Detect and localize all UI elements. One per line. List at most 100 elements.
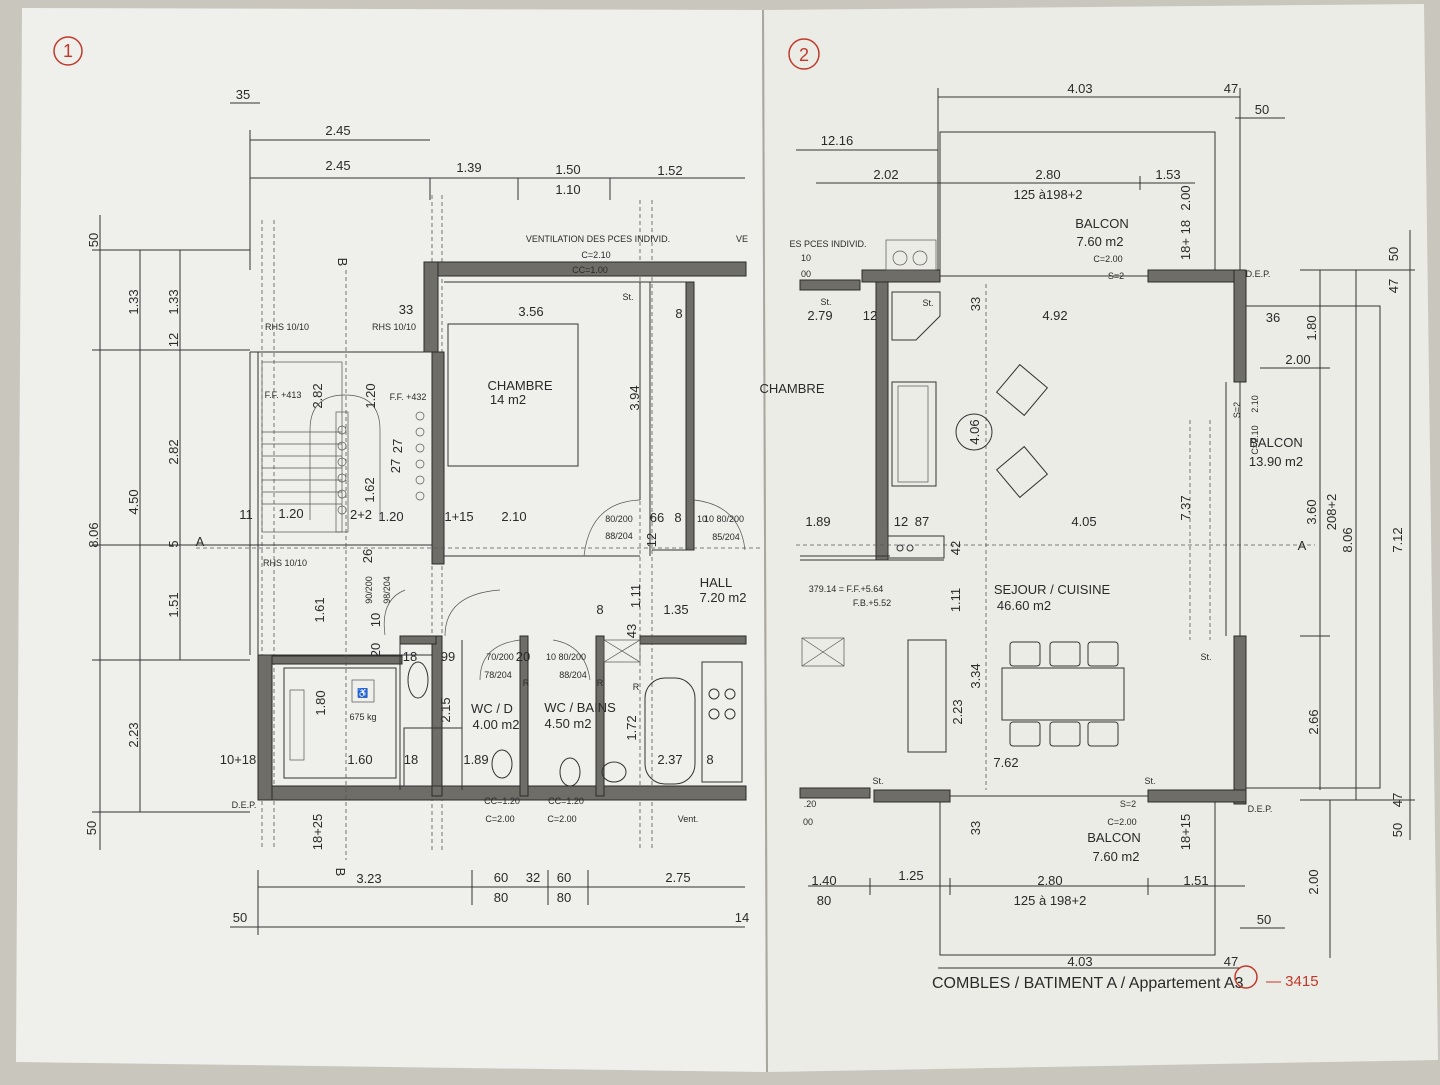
sheet-2-plan: 2 4.03 47 50 12.16 2.02 2.80 1.53 125 à1… — [759, 38, 1415, 992]
dim-left-806: 8.06 — [86, 522, 101, 547]
section-mark-b-bottom: B — [333, 868, 348, 877]
dim2-right-47-bottom: 47 — [1390, 793, 1405, 807]
section-mark-b-top: B — [335, 258, 350, 267]
dim-inner-18-a: 18 — [403, 649, 417, 664]
dim2-right-47-top: 47 — [1386, 279, 1401, 293]
label-dep: D.E.P. — [232, 800, 257, 810]
dim2-inner-334: 3.34 — [968, 663, 983, 688]
label2-c210-right: C=2.10 — [1250, 425, 1260, 454]
sheet-1-plan: 1 35 2.45 2.45 1.39 1.50 1.10 1.52 50 1.… — [53, 36, 760, 935]
room2-balcon-right-area: 13.90 m2 — [1249, 454, 1303, 469]
dim-inner-20-a: 20 — [516, 649, 530, 664]
dim2-right-50-top: 50 — [1386, 247, 1401, 261]
title-circle-mark — [1234, 965, 1258, 989]
dim-inner-237: 2.37 — [657, 752, 682, 767]
dim2-bottom-125-198: 125 à 198+2 — [1014, 893, 1087, 908]
label2-level-fb: F.B.+5.52 — [853, 598, 891, 608]
room2-balcon-bottom-area: 7.60 m2 — [1093, 849, 1140, 864]
dim-top-245-b: 2.45 — [325, 158, 350, 173]
room2-balcon-top-area: 7.60 m2 — [1077, 234, 1124, 249]
washbasin-icon — [601, 761, 627, 783]
dim-inner-43: 43 — [624, 624, 639, 638]
dim-left-50-top: 50 — [86, 233, 101, 247]
bathtub — [644, 677, 696, 785]
dim2-inner-189: 1.89 — [805, 514, 830, 529]
dim2-right-266: 2.66 — [1306, 709, 1321, 734]
shower-corner — [891, 291, 941, 341]
label-cc120-b: CC=1.20 — [548, 796, 584, 806]
room-chambre-area: 14 m2 — [490, 392, 526, 407]
dim2-bottom-403: 4.03 — [1067, 954, 1092, 969]
armchair-icon-2 — [995, 445, 1049, 499]
dim-inner-120-c: 1.20 — [378, 509, 403, 524]
dim2-inner-12-a: 12 — [863, 308, 877, 323]
dim-left-133-a: 1.33 — [126, 289, 141, 314]
label2-00-b: 00 — [803, 817, 813, 827]
label2-level-ff: 379.14 = F.F.+5.64 — [809, 584, 884, 594]
dim-top-139: 1.39 — [456, 160, 481, 175]
dim-inner-172: 1.72 — [624, 715, 639, 740]
label-90-200: 90/200 — [364, 576, 374, 604]
dim-bottom-80-a: 80 — [494, 890, 508, 905]
dim2-inner-33-a: 33 — [968, 297, 983, 311]
dim-inner-111: 1.11 — [628, 584, 643, 608]
dim-bottom-60-b: 60 — [557, 870, 571, 885]
room2-balcon-top-name: BALCON — [1075, 216, 1128, 231]
dim2-bottom-151: 1.51 — [1183, 873, 1208, 888]
dim-inner-282: 2.82 — [310, 383, 325, 408]
dim-left-133-b: 1.33 — [166, 289, 181, 314]
label2-st-b: St. — [922, 298, 933, 308]
dim-inner-10-b: 10 — [368, 613, 383, 627]
dim2-inner-762: 7.62 — [993, 755, 1018, 770]
dim-inner-66: 66 — [650, 510, 664, 525]
dim-bottom-80-b: 80 — [557, 890, 571, 905]
dim-inner-11: 11 — [239, 507, 253, 522]
label-r-a: R — [523, 678, 530, 688]
room-bains-area: 4.50 m2 — [545, 716, 592, 731]
label2-s2-right: S=2 — [1232, 402, 1242, 418]
sheet-fold — [762, 9, 768, 1073]
dim2-right-806: 8.06 — [1340, 527, 1355, 552]
dim2-right-208plus2: 208+2 — [1324, 494, 1339, 531]
dim-inner-215: 2.15 — [438, 697, 453, 722]
dim2-top-403: 4.03 — [1067, 81, 1092, 96]
dim-bottom-275: 2.75 — [665, 870, 690, 885]
lift-icon: ♿ — [357, 687, 368, 698]
label-85-204: 85/204 — [712, 532, 740, 542]
label-10-80-200-a: 10 80/200 — [704, 514, 744, 524]
label2-st-d: St. — [872, 776, 883, 786]
dim-inner-356: 3.56 — [518, 304, 543, 319]
label-cc100: CC=1.00 — [572, 265, 608, 275]
red-annotation: — 3415 — [1266, 973, 1319, 990]
lift-load: 675 kg — [349, 712, 376, 722]
dim2-top-153: 1.53 — [1155, 167, 1180, 182]
label2-c200-top: C=2.00 — [1093, 254, 1122, 264]
sheet-1-number: 1 — [63, 41, 73, 61]
dim-inner-8-b: 8 — [674, 510, 681, 525]
dim2-bottom-80: 80 — [817, 893, 831, 908]
dim-inner-18plus25: 18+25 — [310, 814, 325, 851]
dim-bottom-50: 50 — [233, 910, 247, 925]
dim-bottom-323: 3.23 — [356, 871, 381, 886]
dim-left-223: 2.23 — [126, 722, 141, 747]
label-st: St. — [622, 292, 633, 302]
dim-left-50-bottom: 50 — [84, 821, 99, 835]
dim-inner-1plus15: 1+15 — [444, 509, 473, 524]
dim2-bottom-125: 1.25 — [898, 868, 923, 883]
dim-inner-8-a: 8 — [675, 306, 682, 321]
dim2-top-1216: 12.16 — [821, 133, 854, 148]
dim-inner-10-a: 10 — [697, 514, 707, 524]
room2-balcon-right-name: BALCON — [1249, 435, 1302, 450]
dim-inner-8-c: 8 — [596, 602, 603, 617]
dim2-right-36: 36 — [1266, 310, 1280, 325]
label-98-204: 98/204 — [382, 576, 392, 604]
dim2-bottom-280: 2.80 — [1037, 873, 1062, 888]
dim2-bottom-140: 1.40 — [811, 873, 836, 888]
armchair-icon-1 — [995, 363, 1049, 417]
room-hall-name: HALL — [700, 575, 733, 590]
basin-icon — [407, 661, 429, 699]
section2-mark-a: A — [1298, 538, 1307, 553]
dim2-top-50: 50 — [1255, 102, 1269, 117]
